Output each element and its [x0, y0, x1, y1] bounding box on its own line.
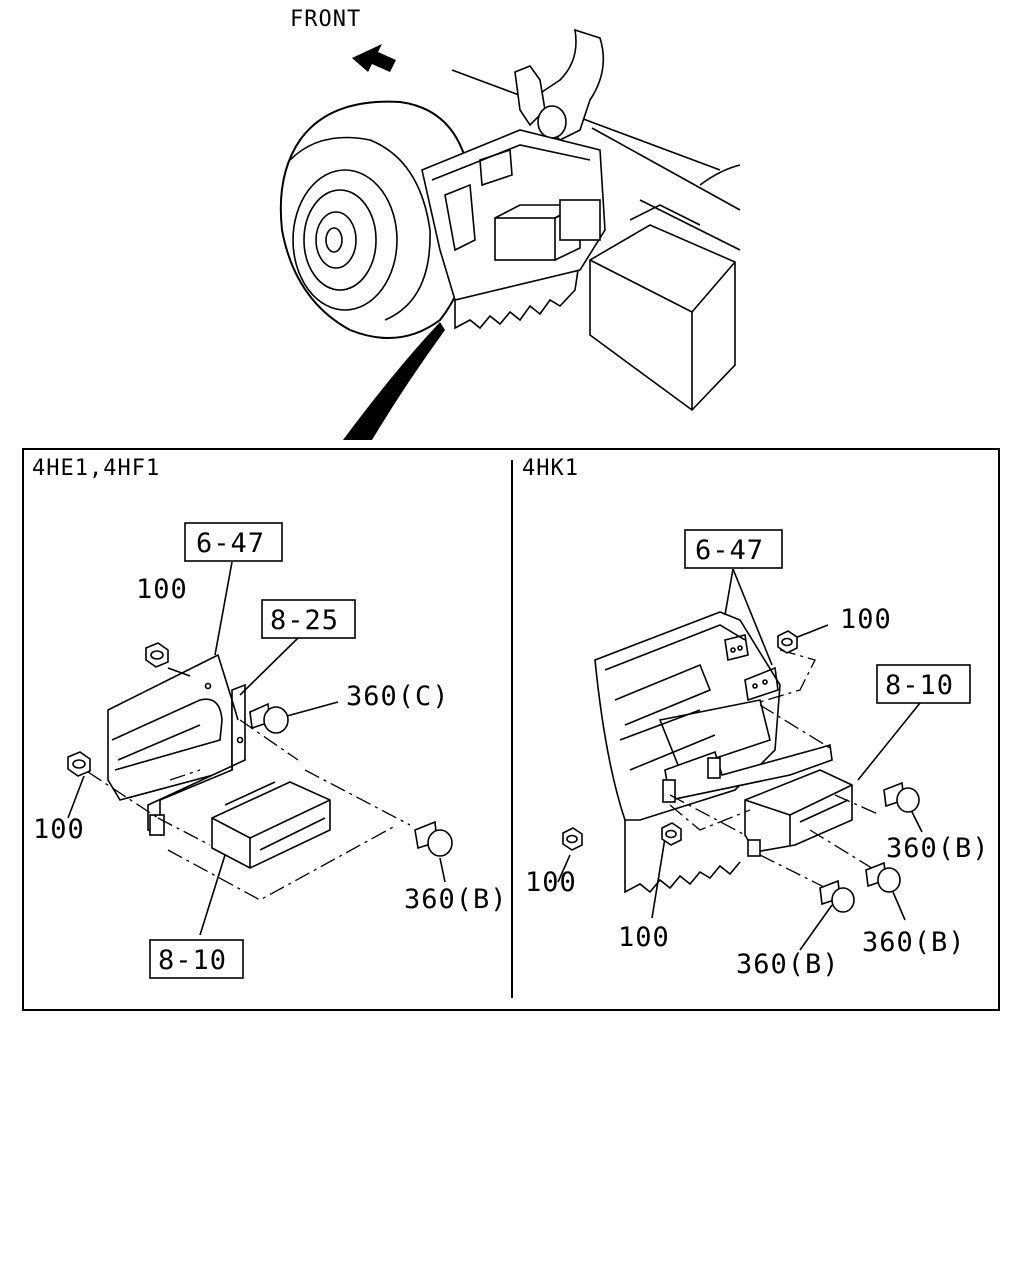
nut-100-left-right: [562, 827, 583, 851]
battery-box: [589, 204, 736, 412]
detail-frame: [22, 448, 1000, 1011]
label-bolt-360b-mid: 360(B): [862, 927, 966, 958]
front-arrow-icon: [352, 44, 396, 72]
ref-box-8-10: [149, 939, 244, 979]
ref-box-6-47: [684, 529, 783, 569]
label-bolt-360c: 360(C): [346, 681, 450, 712]
label-nut-100-bottom: 100: [618, 922, 670, 953]
ref-8-10-text: 8-10: [885, 670, 954, 701]
relay-box-right: [744, 769, 853, 857]
ref-6-47-text: 6-47: [196, 528, 265, 559]
nut-100-bottom-left: [67, 751, 91, 777]
nut-100-top-right: [777, 630, 798, 654]
bolt-360b-bottom: [819, 879, 855, 913]
label-nut-100-left: 100: [525, 867, 577, 898]
overview-illustration: FRONT: [279, 7, 741, 440]
label-bolt-360b-right: 360(B): [886, 833, 990, 864]
wheel-arch-panel-right: [594, 611, 781, 894]
relay-box-left: [211, 781, 331, 869]
panel-left: 4HE1,4HF1 6-47 8-25 8-10 100 100 360(C) …: [32, 456, 508, 979]
ref-box-6-47: [184, 522, 283, 562]
label-bolt-360b: 360(B): [404, 884, 508, 915]
panel-left-title: 4HE1,4HF1: [32, 456, 160, 481]
ref-8-25-text: 8-25: [270, 605, 339, 636]
mounting-bracket-right: [662, 743, 833, 803]
label-nut-100-top: 100: [840, 604, 892, 635]
nut-100-bottom-right: [661, 822, 682, 846]
detail-pointer: [343, 322, 445, 440]
ref-box-8-25: [261, 599, 356, 639]
label-nut-100-top: 100: [136, 574, 188, 605]
bracket-plate-left: [107, 653, 233, 801]
bolt-360c-left: [249, 702, 289, 734]
label-bolt-360b-bottom: 360(B): [736, 949, 840, 980]
bolt-360b-mid: [865, 861, 901, 893]
ref-8-10-text: 8-10: [158, 945, 227, 976]
tire: [279, 100, 473, 339]
front-label: FRONT: [290, 7, 361, 32]
bolt-360b-right: [883, 781, 920, 813]
panel-right-title: 4HK1: [522, 456, 579, 481]
ref-box-8-10: [876, 664, 971, 704]
bolt-360b-left: [414, 820, 453, 857]
label-nut-100-left: 100: [33, 814, 85, 845]
wheel-arch-assembly: [421, 129, 606, 330]
hook-bracket: [514, 28, 605, 141]
ref-6-47-text: 6-47: [695, 535, 764, 566]
panel-right: 4HK1 6-47 8-10 100 100 100 360(B) 360(B)…: [522, 456, 990, 980]
nut-100-top-left: [145, 642, 169, 668]
